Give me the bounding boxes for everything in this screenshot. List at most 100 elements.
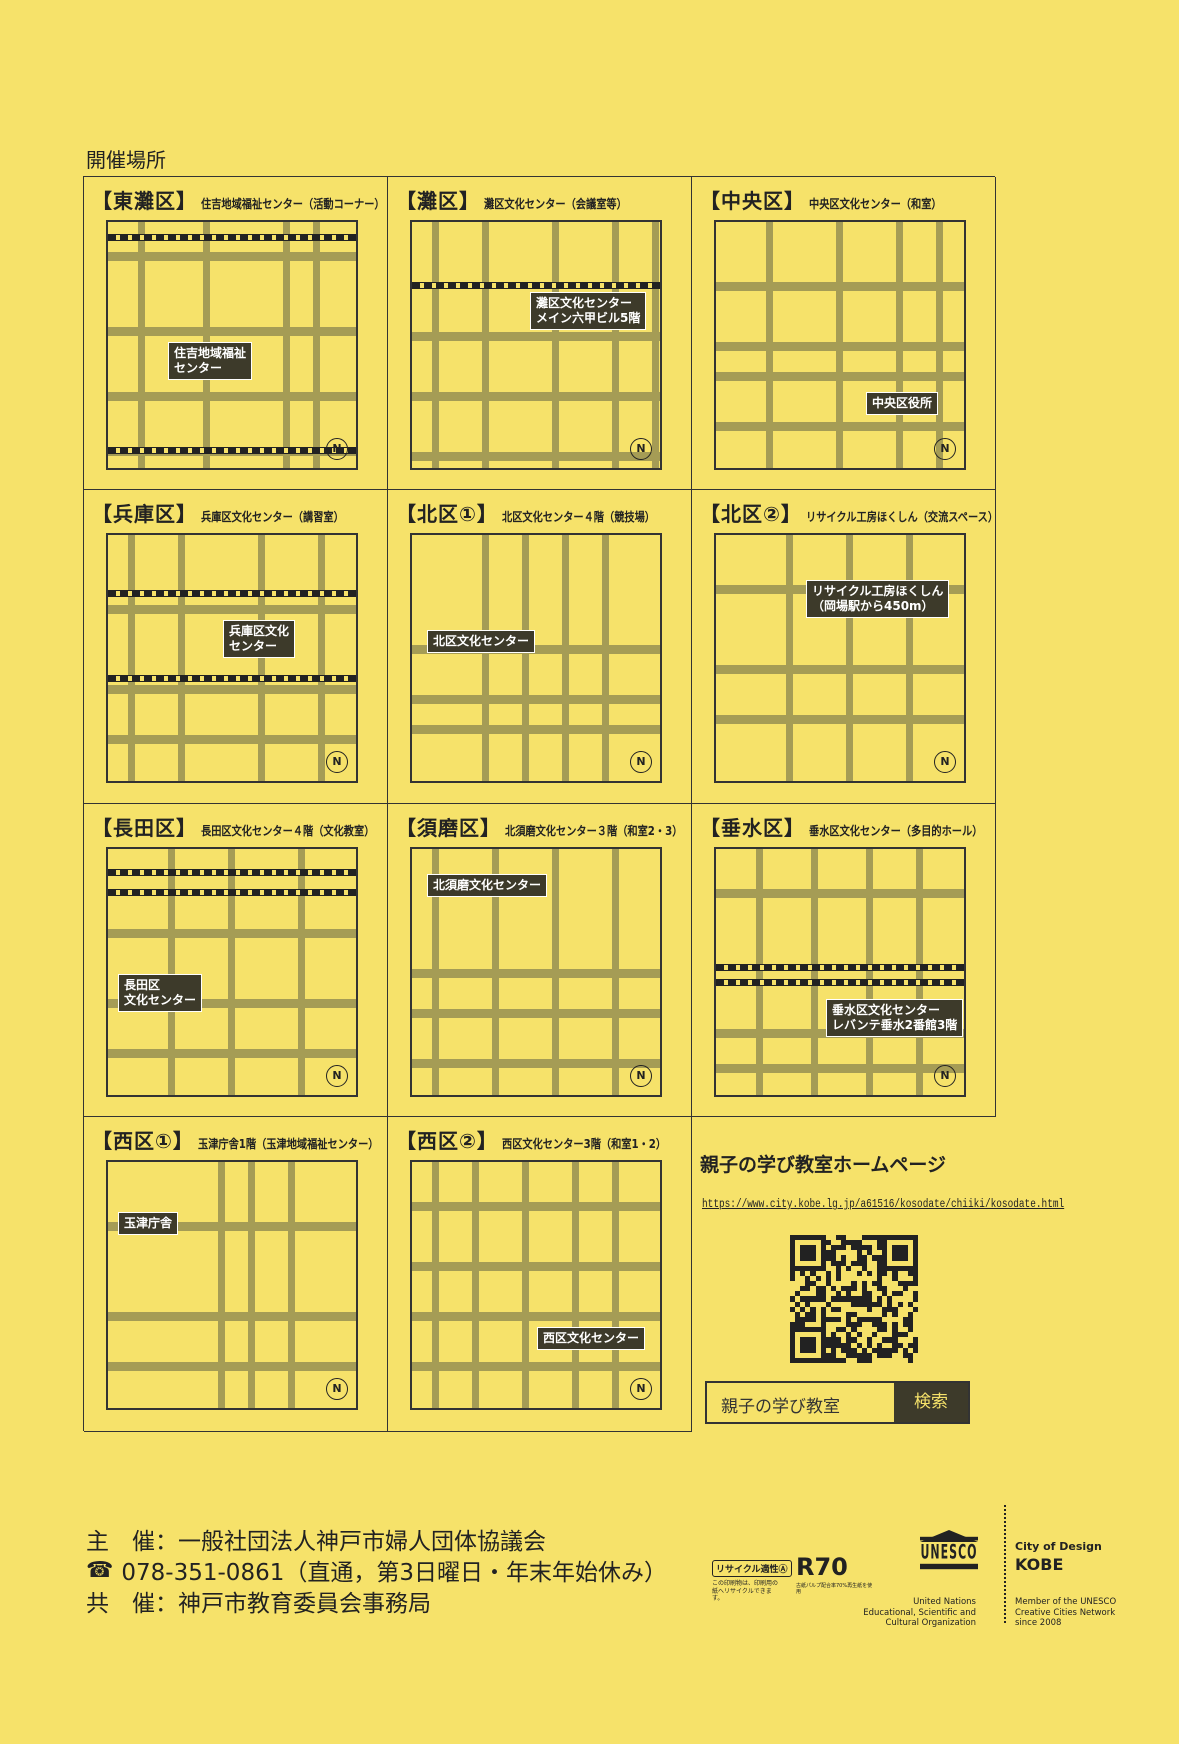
road [108, 605, 356, 614]
road [108, 392, 356, 401]
north-compass-icon: N [630, 1378, 652, 1400]
road [412, 695, 660, 704]
road [128, 535, 135, 781]
venue-map-label: 西区文化センター [537, 1327, 646, 1350]
homepage-url-link[interactable]: https://www.city.kobe.lg.jp/a61516/kosod… [702, 1198, 1065, 1211]
road [288, 1162, 295, 1408]
road [228, 849, 235, 1095]
road [652, 222, 659, 468]
venue-map-label: 兵庫区文化 センター [223, 620, 296, 658]
facility-name: 西区文化センター3階（和室1・2） [501, 1137, 667, 1151]
city-of-design: City of Design [1015, 1540, 1102, 1553]
venue-map[interactable]: リサイクル工房ほくしん （岡場駅から450m） N [714, 533, 966, 783]
search-box[interactable]: 親子の学び教室 検索 [705, 1381, 970, 1424]
district-name: 【兵庫区】 [92, 502, 197, 526]
venue-map-label: 中央区役所 [866, 392, 939, 415]
search-button[interactable]: 検索 [894, 1383, 968, 1422]
road [168, 849, 175, 1095]
facility-name: 長田区文化センター４階（文化教室） [201, 824, 375, 838]
road [313, 222, 320, 468]
road [602, 535, 609, 781]
road [108, 1222, 356, 1231]
road [412, 392, 660, 401]
road [482, 535, 489, 781]
road [811, 849, 818, 1095]
north-compass-icon: N [630, 751, 652, 773]
facility-name: 垂水区文化センター（多目的ホール） [809, 824, 983, 838]
member-text: Member of the UNESCO Creative Cities Net… [1015, 1597, 1117, 1629]
venue-header: 【兵庫区】兵庫区文化センター（講習室） [92, 498, 369, 527]
venue-map-label: リサイクル工房ほくしん （岡場駅から450m） [806, 580, 950, 618]
road [786, 535, 793, 781]
venue-map-label: 垂水区文化センター レバンテ垂水2番館3階 [826, 999, 964, 1037]
district-name: 【東灘区】 [92, 189, 197, 213]
north-compass-icon: N [934, 1065, 956, 1087]
venue-header: 【中央区】中央区文化センター（和室） [700, 185, 965, 214]
district-name: 【北区①】 [396, 502, 498, 526]
railway [108, 234, 356, 241]
phone-line: ☎ 078-351-0861（直通，第3日曜日・年末年始休み） [86, 1553, 667, 1587]
north-compass-icon: N [326, 438, 348, 460]
north-compass-icon: N [934, 751, 956, 773]
venue-cell: 【垂水区】垂水区文化センター（多目的ホール） 垂水区文化センター レバンテ垂水2番… [692, 804, 996, 1117]
district-name: 【西区②】 [396, 1129, 498, 1153]
phone-number: 078-351-0861（直通，第3日曜日・年末年始休み） [121, 1560, 667, 1586]
road [916, 849, 923, 1095]
road [936, 222, 943, 468]
road [283, 222, 290, 468]
venue-map[interactable]: 西区文化センター N [410, 1160, 662, 1410]
road [472, 1162, 479, 1408]
divider [1004, 1505, 1006, 1623]
search-query[interactable]: 親子の学び教室 [721, 1397, 840, 1417]
railway [716, 964, 964, 971]
facility-name: 灘区文化センター（会議室等） [484, 197, 627, 211]
road [432, 1162, 439, 1408]
road [716, 1064, 964, 1073]
district-name: 【西区①】 [92, 1129, 194, 1153]
road [108, 1362, 356, 1371]
venue-header: 【北区①】北区文化センター４階（競技場） [396, 498, 682, 527]
road [552, 849, 559, 1095]
road [482, 222, 489, 468]
road [552, 222, 559, 468]
district-name: 【垂水区】 [700, 816, 805, 840]
road [412, 1059, 660, 1068]
north-compass-icon: N [326, 1065, 348, 1087]
railway [412, 282, 660, 289]
road [108, 252, 356, 261]
railway [108, 590, 356, 597]
north-compass-icon: N [326, 1378, 348, 1400]
road [138, 222, 145, 468]
venue-map[interactable]: 垂水区文化センター レバンテ垂水2番館3階 N [714, 847, 966, 1097]
north-compass-icon: N [630, 1065, 652, 1087]
venue-header: 【灘区】灘区文化センター（会議室等） [396, 185, 652, 214]
road [906, 535, 913, 781]
road [866, 849, 873, 1095]
road [178, 535, 185, 781]
road [108, 735, 356, 744]
venue-cell: 【西区②】西区文化センター3階（和室1・2） 西区文化センター N [388, 1117, 692, 1432]
road [716, 889, 964, 898]
logos: リサイクル適性Ⓐ この印刷物は、印刷用の紙へリサイクルできます。 R70 古紙パ… [712, 1505, 1132, 1628]
railway [108, 675, 356, 682]
road [412, 332, 660, 341]
road [412, 1362, 660, 1371]
road [522, 1162, 529, 1408]
facility-name: 玉津庁舎1階（玉津地域福祉センター） [197, 1137, 379, 1151]
r70-logo: R70 [796, 1553, 848, 1581]
road [298, 849, 305, 1095]
road [716, 665, 964, 674]
qr-code[interactable] [790, 1235, 918, 1363]
road [248, 1162, 255, 1408]
railway [716, 979, 964, 986]
